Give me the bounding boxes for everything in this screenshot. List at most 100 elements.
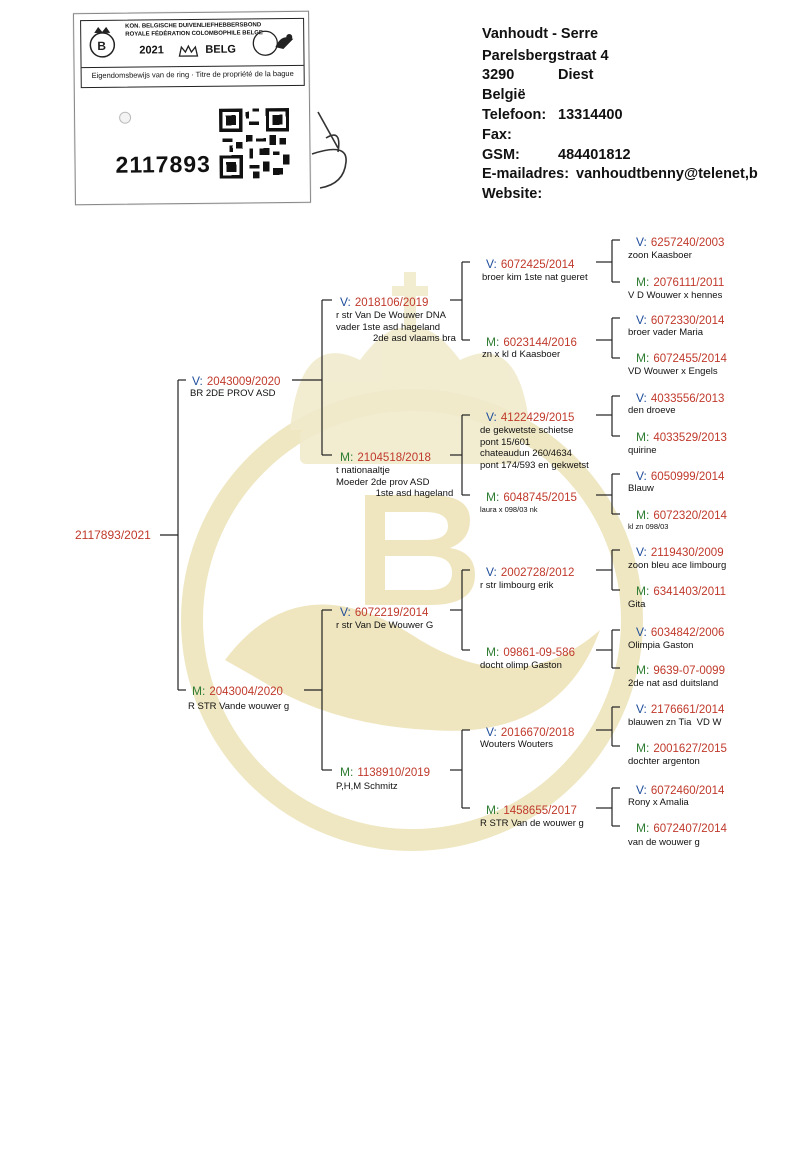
pigeon-logo-icon bbox=[252, 30, 294, 56]
gg-id-9: 2119430/2009 bbox=[650, 547, 724, 559]
dsd-id: 09861-09-586 bbox=[503, 647, 575, 659]
gg-note-7: Blauw bbox=[628, 483, 654, 494]
crown-icon bbox=[178, 44, 199, 57]
phone-label: Telefoon: bbox=[482, 107, 547, 123]
sire-note: BR 2DE PROV ASD bbox=[190, 388, 276, 399]
ring-ownership-card: B KON. BELGISCHE DUIVENLIEFHEBBERSBOND R… bbox=[73, 10, 311, 206]
sire-id: 2043009/2020 bbox=[206, 376, 281, 388]
gg-note-16: van de wouwer g bbox=[628, 837, 700, 848]
gg-id-2: 2076111/2011 bbox=[653, 277, 725, 289]
gg-id-10: 6341403/2011 bbox=[653, 586, 727, 598]
gg-entry-14: M:2001627/2015 bbox=[636, 739, 727, 757]
sd-entry: M:2104518/2018 bbox=[340, 448, 431, 466]
dss-entry: V:2002728/2012 bbox=[486, 563, 574, 581]
gg-id-1: 6257240/2003 bbox=[650, 237, 725, 249]
gg-note-11: Olimpia Gaston bbox=[628, 640, 694, 651]
gg-note-2: V D Wouwer x hennes bbox=[628, 290, 723, 301]
gg-entry-16: M:6072407/2014 bbox=[636, 819, 727, 837]
gg-id-4: 6072455/2014 bbox=[653, 353, 727, 365]
gg-note-5: den droeve bbox=[628, 405, 676, 416]
dsd-note: docht olimp Gaston bbox=[480, 660, 562, 671]
gg-label-7: V: bbox=[636, 469, 647, 483]
ssd-entry: M:6023144/2016 bbox=[486, 333, 577, 351]
ds-id: 6072219/2014 bbox=[354, 607, 429, 619]
owner-postcode: 3290 bbox=[482, 67, 515, 83]
gg-note-15: Rony x Amalia bbox=[628, 797, 689, 808]
dam-id: 2043004/2020 bbox=[209, 686, 283, 698]
sd-label: M: bbox=[340, 450, 354, 464]
gg-id-11: 6034842/2006 bbox=[650, 627, 725, 639]
phone-value: 13314400 bbox=[558, 107, 623, 123]
ddd-note: R STR Van de wouwer g bbox=[480, 818, 584, 829]
gg-label-16: M: bbox=[636, 821, 650, 835]
gg-entry-13: V:2176661/2014 bbox=[636, 700, 724, 718]
gg-entry-6: M:4033529/2013 bbox=[636, 428, 727, 446]
gg-id-14: 2001627/2015 bbox=[653, 743, 727, 755]
gg-entry-8: M:6072320/2014 bbox=[636, 506, 727, 524]
dss-note: r str limbourg erik bbox=[480, 580, 554, 591]
qr-code-icon bbox=[219, 107, 290, 179]
dd-entry: M:1138910/2019 bbox=[340, 763, 430, 781]
gg-label-13: V: bbox=[636, 702, 647, 716]
gg-note-12: 2de nat asd duitsland bbox=[628, 678, 719, 689]
sire-entry: V:2043009/2020 bbox=[192, 372, 280, 390]
ds-entry: V:6072219/2014 bbox=[340, 603, 428, 621]
gg-label-5: V: bbox=[636, 391, 647, 405]
gg-note-3: broer vader Maria bbox=[628, 327, 703, 338]
gg-label-8: M: bbox=[636, 508, 650, 522]
sds-label: V: bbox=[486, 410, 497, 424]
owner-name: Vanhoudt - Serre bbox=[482, 26, 599, 42]
owner-country: België bbox=[482, 87, 526, 103]
dam-label: M: bbox=[192, 684, 206, 698]
gg-label-3: V: bbox=[636, 313, 647, 327]
sss-label: V: bbox=[486, 257, 497, 271]
dds-label: V: bbox=[486, 725, 497, 739]
gg-label-12: M: bbox=[636, 663, 650, 677]
ss-id: 2018106/2019 bbox=[354, 297, 429, 309]
dds-note: Wouters Wouters bbox=[480, 739, 554, 750]
gg-label-1: V: bbox=[636, 235, 647, 249]
gg-id-12: 9639-07-0099 bbox=[653, 665, 725, 677]
gg-id-3: 6072330/2014 bbox=[650, 315, 725, 327]
gg-note-6: quirine bbox=[628, 445, 657, 456]
sdd-id: 6048745/2015 bbox=[503, 492, 577, 504]
gg-note-8: kl zn 098/03 bbox=[628, 522, 669, 531]
ss-label: V: bbox=[340, 295, 351, 309]
gg-note-4: VD Wouwer x Engels bbox=[628, 366, 718, 377]
website-label: Website: bbox=[482, 186, 543, 202]
dd-label: M: bbox=[340, 765, 354, 779]
ss-entry: V:2018106/2019 bbox=[340, 293, 428, 311]
sdd-entry: M:6048745/2015 bbox=[486, 488, 577, 506]
sss-id: 6072425/2014 bbox=[500, 259, 575, 271]
gg-entry-4: M:6072455/2014 bbox=[636, 349, 727, 367]
ssd-id: 6023144/2016 bbox=[503, 337, 577, 349]
sds-id: 4122429/2015 bbox=[500, 412, 575, 424]
gg-note-13: blauwen zn Tia VD W bbox=[628, 717, 722, 728]
gg-label-2: M: bbox=[636, 275, 650, 289]
gg-id-8: 6072320/2014 bbox=[653, 510, 727, 522]
sss-note: broer kim 1ste nat gueret bbox=[482, 272, 588, 283]
email-label: E-mailadres: bbox=[482, 166, 570, 182]
ssd-note: zn x kl d Kaasboer bbox=[482, 349, 561, 360]
ddd-id: 1458655/2017 bbox=[503, 805, 577, 817]
gg-entry-5: V:4033556/2013 bbox=[636, 389, 724, 407]
gg-id-13: 2176661/2014 bbox=[650, 704, 725, 716]
gg-id-6: 4033529/2013 bbox=[653, 432, 727, 444]
dsd-label: M: bbox=[486, 645, 500, 659]
fax-label: Fax: bbox=[482, 127, 512, 143]
dss-id: 2002728/2012 bbox=[500, 567, 575, 579]
svg-text:B: B bbox=[97, 39, 106, 53]
ddd-entry: M:1458655/2017 bbox=[486, 801, 577, 819]
gg-id-5: 4033556/2013 bbox=[650, 393, 725, 405]
dd-note: P,H,M Schmitz bbox=[336, 781, 398, 792]
sire-label: V: bbox=[192, 374, 203, 388]
gg-label-14: M: bbox=[636, 741, 650, 755]
sd-id: 2104518/2018 bbox=[357, 452, 431, 464]
ds-label: V: bbox=[340, 605, 351, 619]
gsm-label: GSM: bbox=[482, 147, 520, 163]
dds-id: 2016670/2018 bbox=[500, 727, 575, 739]
owner-street: Parelsbergstraat 4 bbox=[482, 48, 609, 64]
gg-note-1: zoon Kaasboer bbox=[628, 250, 692, 261]
